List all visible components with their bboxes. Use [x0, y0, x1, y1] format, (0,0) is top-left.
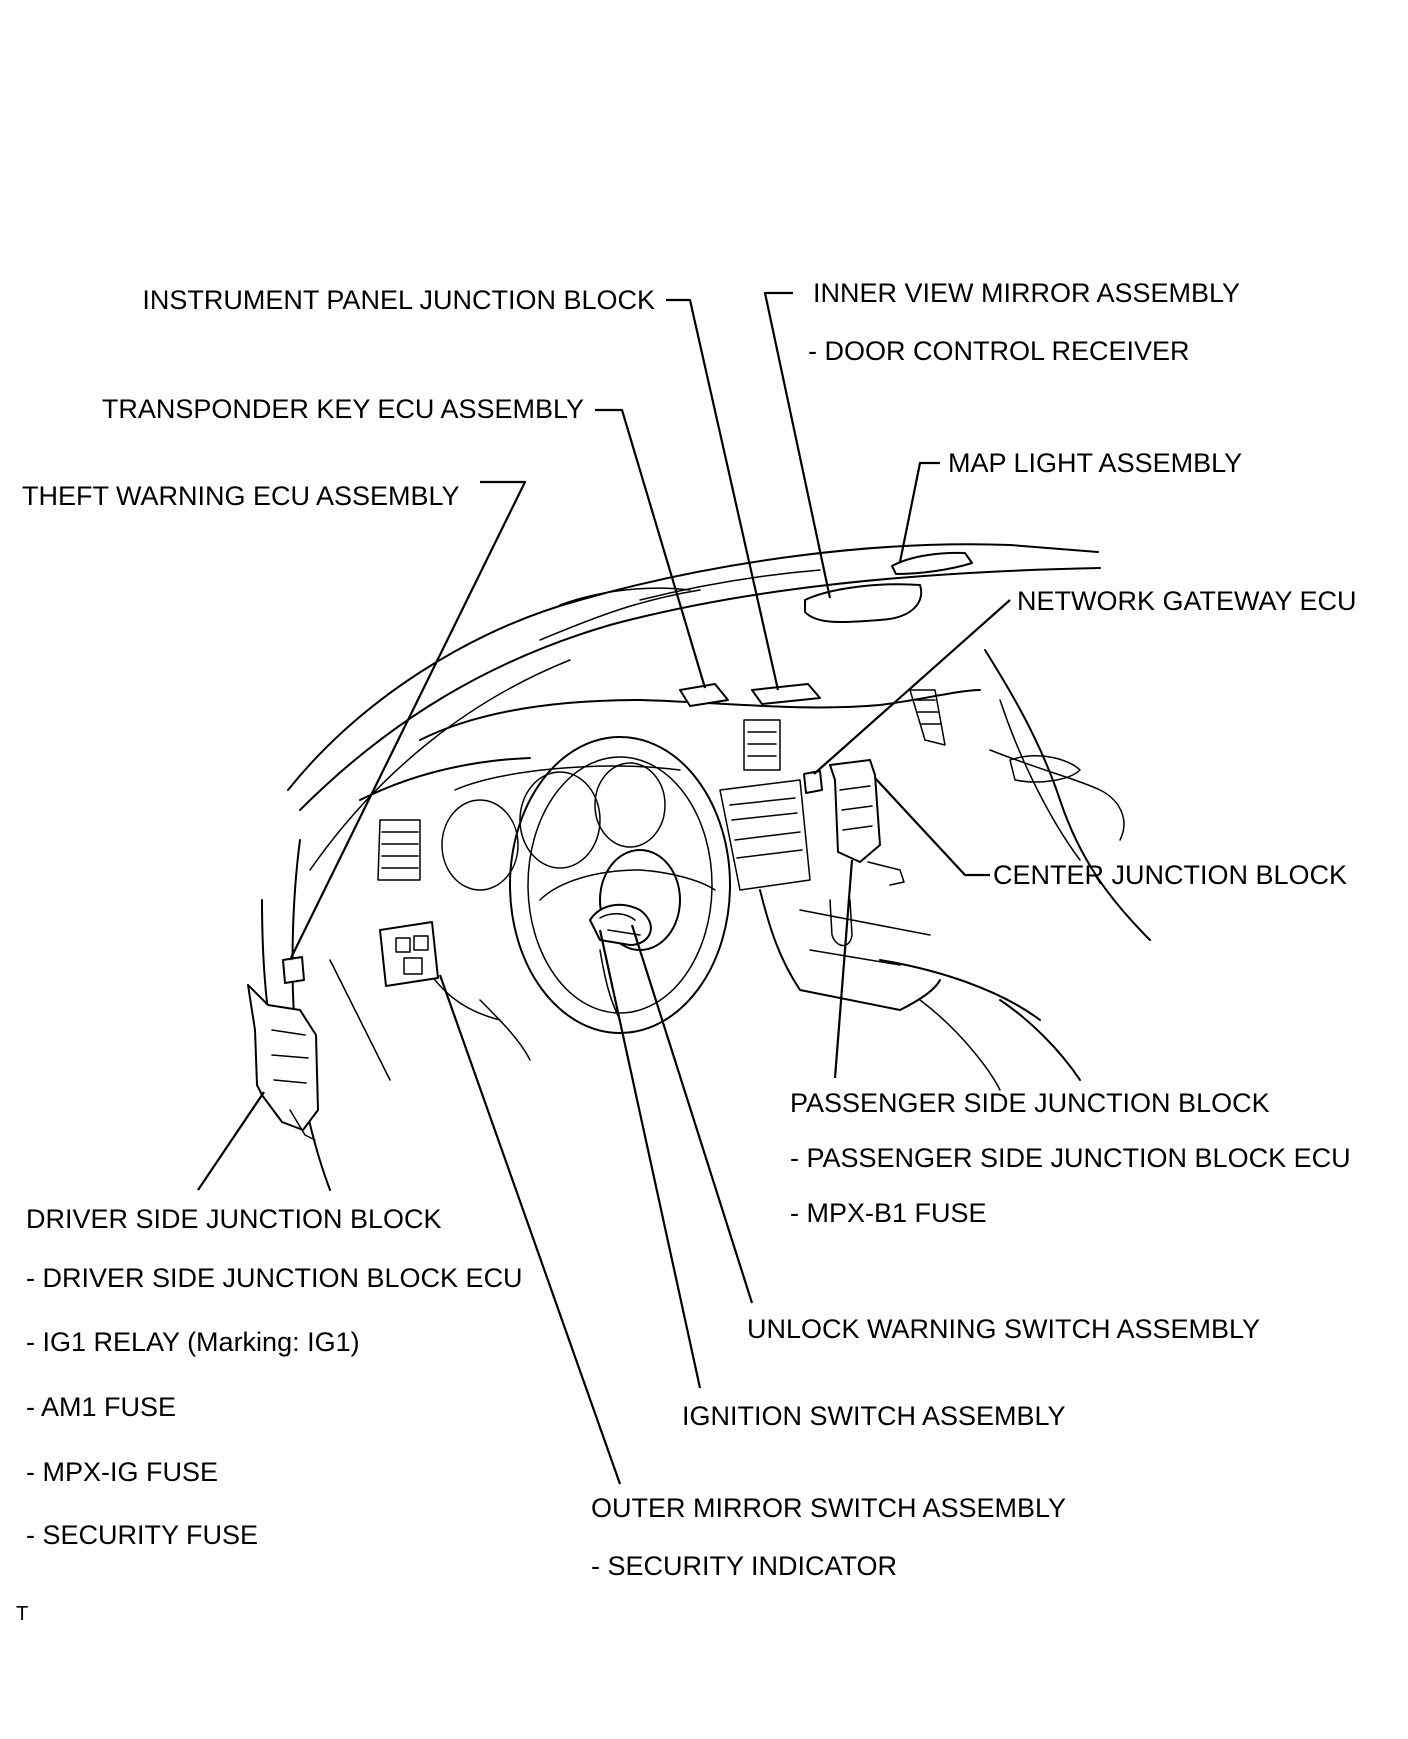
label-ignition-switch: IGNITION SWITCH ASSEMBLY [682, 1401, 1066, 1431]
map-light [891, 551, 973, 575]
leader-map-light [898, 461, 940, 563]
label-mpx-ig-fuse: - MPX-IG FUSE [26, 1457, 218, 1487]
label-driver-side-jb-ecu: - DRIVER SIDE JUNCTION BLOCK ECU [26, 1263, 523, 1293]
leader-passenger-side-jb [833, 859, 854, 1079]
label-inner-view-mirror: INNER VIEW MIRROR ASSEMBLY [813, 278, 1240, 308]
label-instrument-panel-jb: INSTRUMENT PANEL JUNCTION BLOCK [142, 285, 655, 315]
label-door-control-receiver: - DOOR CONTROL RECEIVER [808, 336, 1190, 366]
labels: INSTRUMENT PANEL JUNCTION BLOCK TRANSPON… [16, 278, 1357, 1625]
label-am1-fuse: - AM1 FUSE [26, 1392, 176, 1422]
label-security-indicator: - SECURITY INDICATOR [591, 1551, 897, 1581]
instrument-panel-jb-box [751, 683, 821, 705]
label-ig1-relay: - IG1 RELAY (Marking: IG1) [26, 1327, 360, 1357]
leader-ignition-switch [598, 929, 702, 1389]
theft-warning-ecu-box [282, 956, 305, 984]
leader-inner-view-mirror [763, 291, 832, 599]
outer-mirror-switch [379, 921, 439, 987]
leader-outer-mirror [438, 974, 622, 1485]
label-network-gateway-ecu: NETWORK GATEWAY ECU [1017, 586, 1357, 616]
leader-lines [197, 291, 1011, 1485]
label-outer-mirror-switch: OUTER MIRROR SWITCH ASSEMBLY [591, 1493, 1066, 1523]
inner-view-mirror [804, 583, 923, 624]
component-shapes [247, 551, 973, 1141]
leader-transponder-key-ecu [595, 408, 707, 689]
leader-theft-warning-ecu [289, 480, 527, 961]
label-unlock-warning-switch: UNLOCK WARNING SWITCH ASSEMBLY [747, 1314, 1260, 1344]
leader-instrument-panel-jb [666, 298, 780, 691]
corner-mark: T [16, 1603, 28, 1625]
driver-side-jb-box [247, 984, 319, 1131]
leader-unlock-warning [630, 924, 754, 1304]
label-transponder-key-ecu: TRANSPONDER KEY ECU ASSEMBLY [102, 394, 584, 424]
leader-center-jb [874, 777, 990, 877]
label-driver-side-jb: DRIVER SIDE JUNCTION BLOCK [26, 1204, 442, 1234]
ignition-switch [589, 903, 652, 946]
leader-network-gateway [813, 599, 1011, 775]
leader-driver-side-jb [197, 1091, 265, 1191]
label-map-light: MAP LIGHT ASSEMBLY [948, 448, 1242, 478]
label-passenger-side-jb: PASSENGER SIDE JUNCTION BLOCK [790, 1088, 1270, 1118]
label-center-jb: CENTER JUNCTION BLOCK [993, 860, 1347, 890]
label-passenger-side-jb-ecu: - PASSENGER SIDE JUNCTION BLOCK ECU [790, 1143, 1351, 1173]
center-jb-box [829, 759, 881, 863]
label-theft-warning-ecu: THEFT WARNING ECU ASSEMBLY [22, 481, 460, 511]
network-gateway-ecu-box [803, 770, 823, 794]
label-mpx-b1-fuse: - MPX-B1 FUSE [790, 1198, 987, 1228]
dashboard-illustration [261, 543, 1151, 1191]
label-security-fuse: - SECURITY FUSE [26, 1520, 258, 1550]
